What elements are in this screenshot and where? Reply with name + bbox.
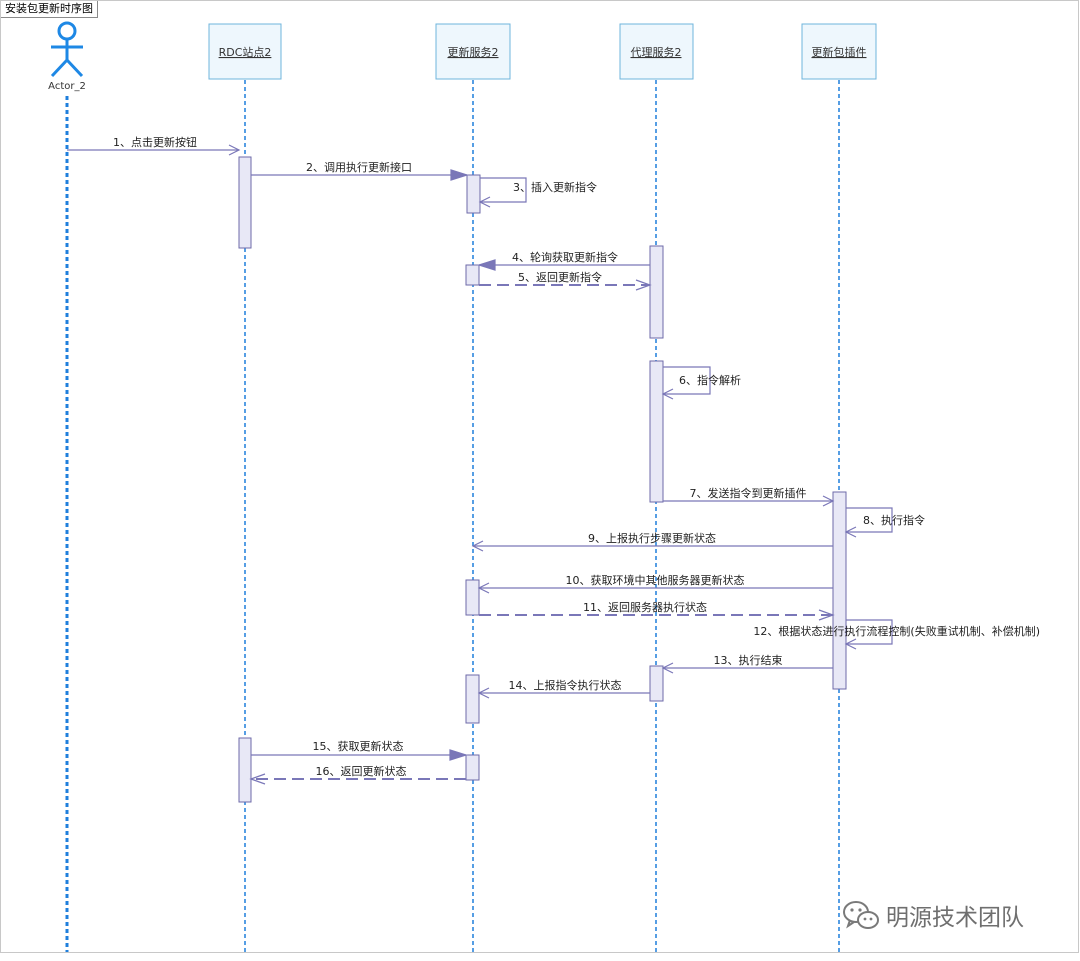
plugin-label: 更新包插件 bbox=[812, 45, 867, 59]
messages bbox=[67, 144, 893, 785]
arrow-head bbox=[249, 773, 266, 785]
message-label: 11、返回服务器执行状态 bbox=[583, 600, 707, 614]
watermark-text: 明源技术团队 bbox=[886, 905, 1024, 931]
message-label: 10、获取环境中其他服务器更新状态 bbox=[566, 573, 745, 587]
self-message-arrow bbox=[663, 366, 711, 395]
rdc-label: RDC站点2 bbox=[219, 45, 272, 59]
activation-bar bbox=[466, 174, 481, 214]
arrow-head bbox=[228, 144, 241, 156]
arrow-head bbox=[661, 388, 674, 400]
message-label: 13、执行结束 bbox=[714, 653, 783, 667]
activation-bar bbox=[465, 754, 480, 781]
arrow-head bbox=[477, 582, 490, 594]
wechat-icon bbox=[843, 901, 879, 929]
arrow-head bbox=[818, 609, 835, 621]
message-label: 8、执行指令 bbox=[863, 513, 925, 527]
arrow-head bbox=[477, 687, 490, 699]
arrow-head bbox=[635, 279, 652, 291]
activation-bar bbox=[649, 245, 664, 339]
lifelines bbox=[65, 80, 840, 952]
actor-label: Actor_2 bbox=[48, 81, 86, 92]
arrow-head bbox=[476, 259, 496, 271]
activation-bar bbox=[465, 674, 480, 724]
lifeline-heads: RDC站点2 更新服务2 代理服务2 更新包插件 bbox=[208, 23, 877, 80]
message-label: 15、获取更新状态 bbox=[313, 739, 404, 753]
update-service-label: 更新服务2 bbox=[448, 45, 499, 59]
update-service-box bbox=[435, 23, 511, 80]
message-label: 2、调用执行更新接口 bbox=[306, 160, 412, 174]
message-label: 6、指令解析 bbox=[679, 373, 741, 387]
self-message-arrow bbox=[846, 619, 893, 645]
message-label: 14、上报指令执行状态 bbox=[509, 678, 622, 692]
proxy-service-label: 代理服务2 bbox=[631, 46, 682, 59]
watermark: 明源技术团队 bbox=[842, 898, 1024, 932]
actor-figure bbox=[50, 21, 84, 78]
rdc-box bbox=[208, 23, 282, 80]
plugin-box bbox=[801, 23, 877, 80]
message-label: 4、轮询获取更新指令 bbox=[512, 250, 618, 264]
arrow-head bbox=[450, 169, 470, 181]
activation-bar bbox=[238, 737, 252, 803]
activation-bar bbox=[832, 491, 847, 690]
activations bbox=[238, 156, 847, 803]
message-label: 9、上报执行步骤更新状态 bbox=[588, 531, 716, 545]
activation-bar bbox=[465, 264, 480, 286]
message-label: 16、返回更新状态 bbox=[316, 764, 407, 778]
message-labels: 1、点击更新按钮 2、调用执行更新接口 3、插入更新指令 4、轮询获取更新指令 … bbox=[113, 135, 1040, 778]
activation-bar bbox=[238, 156, 252, 249]
self-message-arrow bbox=[480, 177, 527, 203]
message-label: 12、根据状态进行执行流程控制(失败重试机制、补偿机制) bbox=[753, 624, 1040, 638]
arrow-head bbox=[844, 638, 857, 650]
message-label: 1、点击更新按钮 bbox=[113, 135, 197, 149]
activation-bar bbox=[465, 579, 480, 616]
activation-bar bbox=[649, 665, 664, 702]
arrow-head bbox=[822, 495, 835, 507]
arrow-head bbox=[471, 540, 484, 552]
activation-bar bbox=[649, 360, 664, 503]
arrow-head bbox=[844, 526, 857, 538]
message-label: 7、发送指令到更新插件 bbox=[690, 486, 807, 500]
diagram-title: 安装包更新时序图 bbox=[0, 0, 98, 18]
proxy-service-box bbox=[619, 23, 694, 80]
message-label: 5、返回更新指令 bbox=[518, 270, 602, 284]
message-label: 3、插入更新指令 bbox=[513, 180, 597, 194]
arrow-head bbox=[449, 749, 469, 761]
self-message-arrow bbox=[846, 507, 893, 533]
arrow-head bbox=[661, 662, 674, 674]
arrow-head bbox=[478, 196, 491, 208]
